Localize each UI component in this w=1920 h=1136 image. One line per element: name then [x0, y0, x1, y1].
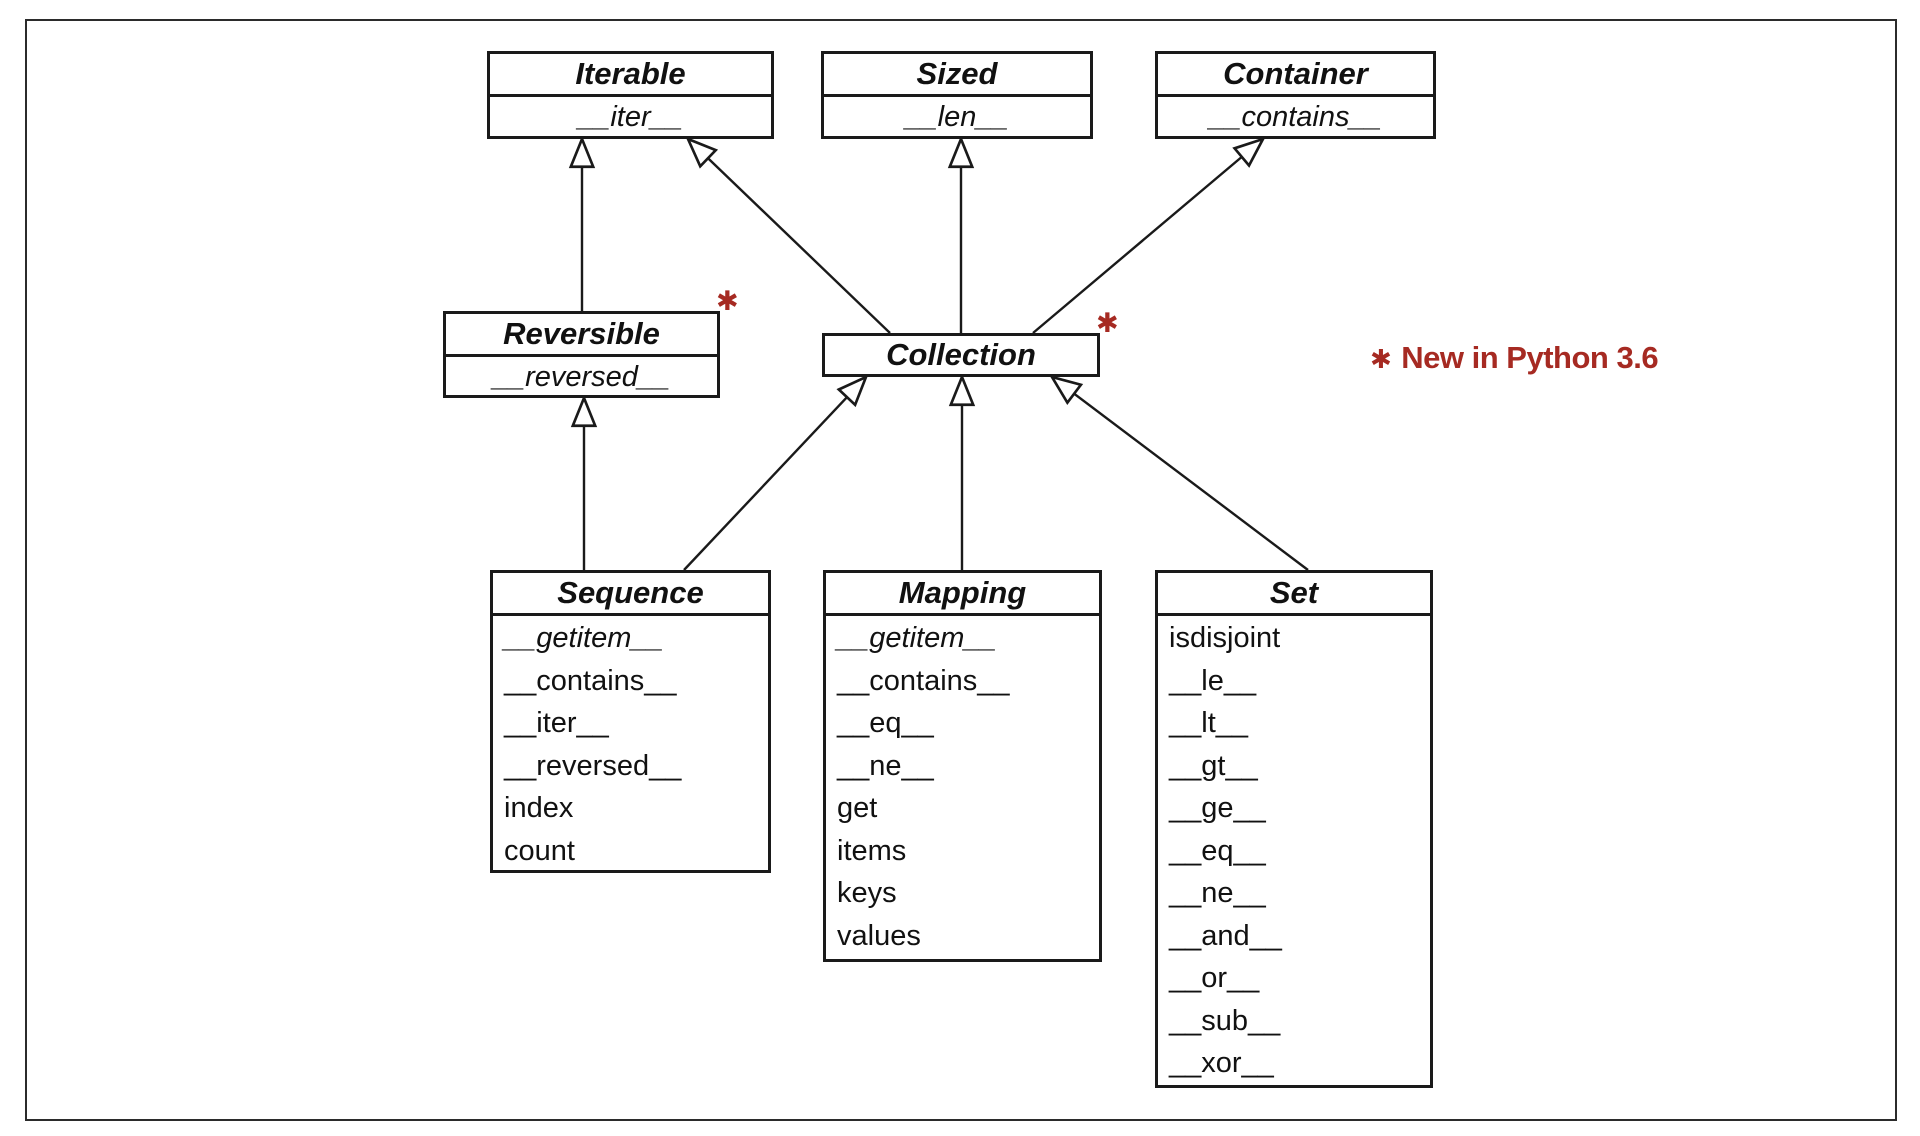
method-item: __xor__ [1169, 1047, 1274, 1079]
method-item: __contains__ [837, 664, 1010, 697]
method-item: __sub__ [1169, 1004, 1281, 1037]
class-title-reversible: Reversible [446, 314, 717, 357]
class-box-iterable: Iterable __iter__ [487, 51, 774, 139]
class-box-sized: Sized __len__ [821, 51, 1093, 139]
method-item: keys [837, 877, 897, 909]
note-new-in-python: ✱ New in Python 3.6 [1370, 340, 1659, 376]
method-item: __lt__ [1169, 707, 1249, 739]
method-item: isdisjoint [1169, 622, 1281, 654]
method-item: __reversed__ [504, 749, 682, 782]
method-item: items [837, 834, 907, 867]
class-box-collection: Collection [822, 333, 1100, 377]
edge-collection-to-iterable [688, 139, 891, 334]
method-item: count [504, 834, 575, 867]
method-item: __ge__ [1169, 792, 1266, 824]
class-box-sequence: Sequence __getitem__ __contains__ __iter… [490, 570, 771, 873]
method-item: __eq__ [837, 707, 934, 739]
method-item: __contains__ [1209, 101, 1382, 133]
method-list: __getitem__ __contains__ __eq__ __ne__ g… [826, 616, 1099, 959]
method-item: index [504, 792, 574, 824]
class-title-mapping: Mapping [826, 573, 1099, 616]
method-item: __reversed__ [492, 360, 671, 393]
note-text: New in Python 3.6 [1401, 340, 1659, 375]
method-item: values [837, 919, 921, 952]
class-box-set: Set isdisjoint __le__ __lt__ __gt__ __ge… [1155, 570, 1433, 1088]
method-item: __getitem__ [504, 622, 664, 654]
class-title-collection: Collection [886, 337, 1036, 372]
method-item: get [837, 792, 878, 824]
method-item: __gt__ [1169, 749, 1258, 782]
class-box-container: Container __contains__ [1155, 51, 1436, 139]
class-title-sequence: Sequence [493, 573, 768, 616]
method-list: isdisjoint __le__ __lt__ __gt__ __ge__ _… [1158, 616, 1430, 1085]
method-item: __ne__ [1169, 877, 1266, 909]
class-title-sized: Sized [824, 54, 1090, 97]
class-title-iterable: Iterable [490, 54, 771, 97]
method-item: __len__ [905, 101, 1009, 133]
edge-set-to-collection [1052, 377, 1309, 571]
new-in-asterisk-reversible: ✱ [716, 286, 739, 317]
method-item: __iter__ [504, 707, 609, 739]
method-list: __contains__ [1158, 97, 1433, 136]
method-item: __and__ [1169, 919, 1282, 952]
edge-sequence-to-collection [683, 377, 866, 571]
class-box-reversible: Reversible __reversed__ [443, 311, 720, 398]
class-box-mapping: Mapping __getitem__ __contains__ __eq__ … [823, 570, 1102, 962]
new-in-asterisk-collection: ✱ [1096, 308, 1119, 339]
method-item: __contains__ [504, 664, 677, 697]
method-item: __getitem__ [837, 622, 997, 654]
method-item: __le__ [1169, 664, 1257, 697]
class-title-container: Container [1158, 54, 1433, 97]
method-item: __eq__ [1169, 834, 1266, 867]
method-item: __or__ [1169, 962, 1260, 994]
method-list: __len__ [824, 97, 1090, 136]
method-list: __getitem__ __contains__ __iter__ __reve… [493, 616, 768, 872]
method-item: __iter__ [578, 101, 683, 133]
note-asterisk-icon: ✱ [1370, 345, 1392, 375]
method-item: __ne__ [837, 749, 934, 782]
method-list: __iter__ [490, 97, 771, 136]
method-list: __reversed__ [446, 357, 717, 395]
edge-collection-to-container [1032, 139, 1263, 334]
class-title-set: Set [1158, 573, 1430, 616]
